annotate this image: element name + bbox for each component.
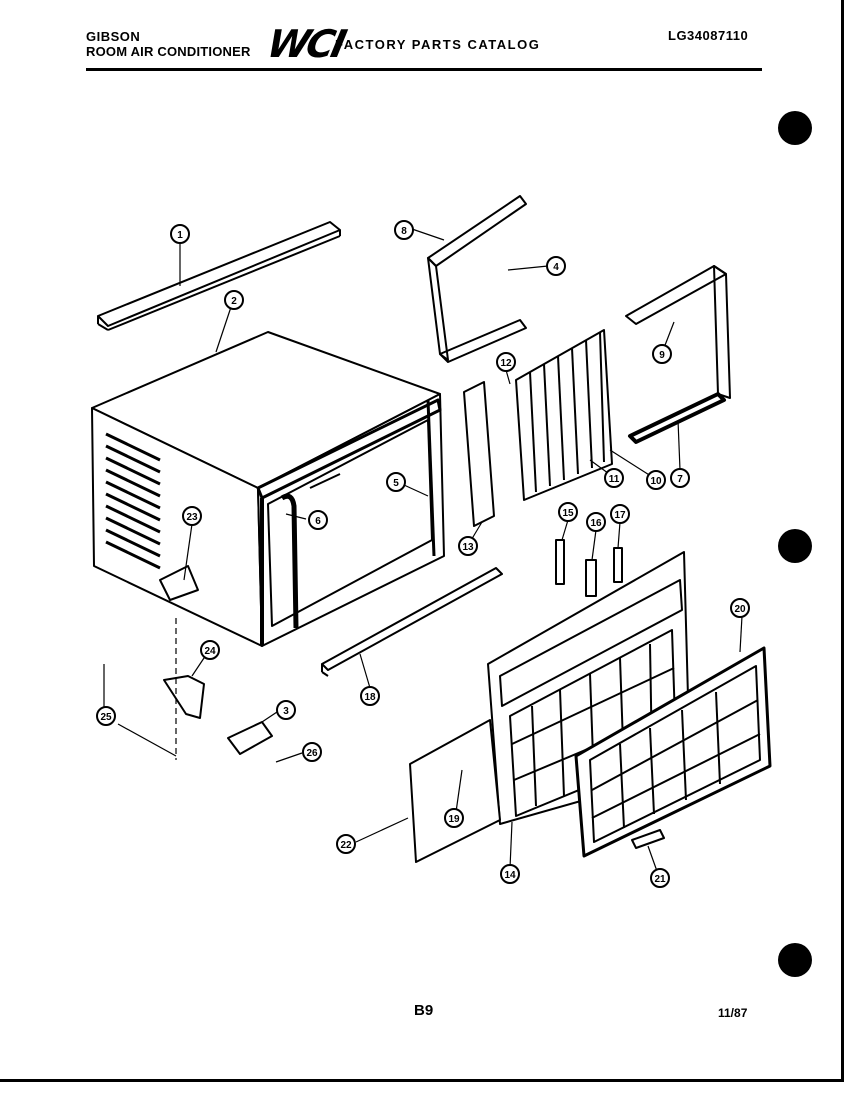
page-number: B9 [414, 1002, 434, 1019]
svg-text:24: 24 [204, 646, 216, 657]
svg-text:16: 16 [590, 518, 602, 529]
callout-25: 25 [96, 706, 116, 726]
svg-text:2: 2 [231, 296, 237, 307]
part-air-filter [574, 646, 772, 858]
callout-19: 19 [444, 808, 464, 828]
svg-text:22: 22 [340, 840, 352, 851]
svg-text:18: 18 [364, 692, 376, 703]
catalog-date: 11/87 [718, 1006, 748, 1020]
svg-text:21: 21 [654, 874, 666, 885]
callout-1: 1 [170, 224, 190, 244]
part-tab-17 [613, 547, 623, 583]
header-rule [86, 68, 762, 71]
part-cabinet [91, 331, 445, 647]
brand-name: GIBSON [86, 29, 141, 44]
callout-21: 21 [650, 868, 670, 888]
callout-22: 22 [336, 834, 356, 854]
svg-text:19: 19 [448, 814, 460, 825]
callout-3: 3 [276, 700, 296, 720]
svg-text:8: 8 [401, 226, 407, 237]
callout-markers: 1 2 3 4 5 6 7 8 9 10 11 12 13 14 15 16 1… [96, 220, 750, 888]
svg-text:25: 25 [100, 712, 112, 723]
svg-text:10: 10 [650, 476, 662, 487]
part-latch [631, 829, 665, 849]
callout-26: 26 [302, 742, 322, 762]
svg-text:5: 5 [393, 478, 399, 489]
part-louver-grille [515, 329, 613, 501]
svg-text:20: 20 [734, 604, 746, 615]
callout-20: 20 [730, 598, 750, 618]
binder-hole-icon [778, 529, 812, 563]
part-side-panel [409, 719, 501, 863]
svg-text:7: 7 [677, 474, 683, 485]
callout-9: 9 [652, 344, 672, 364]
svg-text:6: 6 [315, 516, 321, 527]
svg-text:26: 26 [306, 748, 318, 759]
svg-text:15: 15 [562, 508, 574, 519]
part-tab-16 [585, 559, 597, 597]
part-side-louvers [105, 432, 161, 570]
callout-11: 11 [604, 468, 624, 488]
callout-7: 7 [670, 468, 690, 488]
svg-text:13: 13 [462, 542, 474, 553]
page-border [0, 0, 844, 1082]
callout-18: 18 [360, 686, 380, 706]
part-mounting-bracket [159, 565, 199, 601]
callout-2: 2 [224, 290, 244, 310]
part-bottom-rail [321, 567, 503, 677]
callout-12: 12 [496, 352, 516, 372]
callout-16: 16 [586, 512, 606, 532]
svg-text:23: 23 [186, 512, 198, 523]
binder-hole-icon [778, 943, 812, 977]
callout-14: 14 [500, 864, 520, 884]
part-tab-15 [555, 539, 565, 585]
part-top-rail [97, 221, 341, 331]
model-number: LG34087110 [668, 28, 749, 43]
binder-hole-icon [778, 111, 812, 145]
part-lower-bracket [163, 675, 205, 719]
callout-6: 6 [308, 510, 328, 530]
callout-5: 5 [386, 472, 406, 492]
part-vertical-channel [463, 381, 495, 527]
svg-text:14: 14 [504, 870, 516, 881]
callout-15: 15 [558, 502, 578, 522]
part-clip [227, 721, 273, 755]
callout-10: 10 [646, 470, 666, 490]
callout-13: 13 [458, 536, 478, 556]
svg-text:9: 9 [659, 350, 665, 361]
svg-text:12: 12 [500, 358, 512, 369]
svg-text:1: 1 [177, 230, 183, 241]
product-name: ROOM AIR CONDITIONER [86, 44, 251, 59]
catalog-title: FACTORY PARTS CATALOG [335, 37, 541, 52]
callout-23: 23 [182, 506, 202, 526]
svg-text:4: 4 [553, 262, 559, 273]
svg-text:3: 3 [283, 706, 289, 717]
leader-lines [103, 228, 743, 875]
callout-4: 4 [546, 256, 566, 276]
svg-text:11: 11 [609, 474, 620, 485]
svg-text:17: 17 [614, 510, 626, 521]
callout-8: 8 [394, 220, 414, 240]
callout-17: 17 [610, 504, 630, 524]
part-frame-right [625, 265, 731, 444]
part-side-frame [427, 195, 527, 363]
callout-24: 24 [200, 640, 220, 660]
